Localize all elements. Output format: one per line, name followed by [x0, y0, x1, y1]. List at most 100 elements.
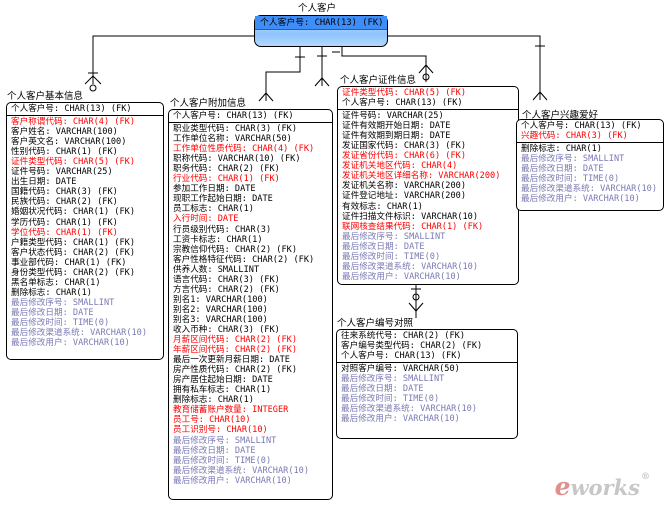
hobby-attr-field: 最后修改日期: DATE — [521, 164, 604, 175]
additional-attr-field: 参加工作日期: DATE — [173, 184, 256, 195]
additional-attr-field: 别名3: VARCHAR(100) — [173, 314, 268, 325]
numref-attr-field: 对照客户编号: VARCHAR(50) — [341, 364, 460, 375]
additional-attr-field: 月薪区间代码: CHAR(2) (FK) — [173, 335, 297, 346]
numref-attr-field: 最后修改日期: DATE — [341, 384, 424, 395]
basic-attr-field: 最后修改日期: DATE — [11, 307, 94, 318]
additional-attr-field: 入行时间: DATE — [173, 214, 239, 225]
cert-attr-field: 最后修改渠道系统: VARCHAR(10) — [342, 261, 479, 272]
numref-attr-field: 最后修改序号: SMALLINT — [341, 374, 445, 385]
additional-attr-field: 工作单位名称: VARCHAR(50) — [173, 134, 292, 145]
entity-customer-basic-info[interactable]: 个人客户号: CHAR(13) (FK) 客户称谓代码: CHAR(4) (FK… — [6, 102, 164, 360]
cert-attr-field: 发证国家代码: CHAR(3) (FK) — [342, 141, 466, 152]
additional-attr-field: 最后修改用户: VARCHAR(10) — [173, 475, 292, 486]
numref-entity-title: 个人客户编号对照 — [337, 318, 414, 329]
basic-attr-field: 证件号码: VARCHAR(25) — [11, 167, 113, 178]
entity-customer-hobby[interactable]: 个人客户号: CHAR(13) (FK)兴趣代码: CHAR(3) (FK) 删… — [516, 119, 664, 211]
entity-customer-certificate-info[interactable]: 证件类型代码: CHAR(5) (FK)个人客户号: CHAR(13) (FK)… — [337, 86, 519, 285]
additional-attr-field: 语言代码: CHAR(3) (FK) — [173, 274, 280, 285]
basic-key-field: 个人客户号: CHAR(13) (FK) — [11, 104, 132, 114]
numref-key-section: 往来系统代号: CHAR(2) (FK)客户编号类型代码: CHAR(2) (F… — [337, 330, 517, 364]
additional-key-section: 个人客户号: CHAR(13) (FK) — [169, 110, 332, 124]
additional-attr-field: 工资卡标志: CHAR(1) — [173, 234, 263, 245]
hobby-entity-title: 个人客户兴趣爱好 — [522, 110, 599, 121]
cert-attr-field: 最后修改时间: TIME(0) — [342, 251, 441, 262]
hobby-key-field: 兴趣代码: CHAR(3) (FK) — [521, 131, 628, 142]
additional-attr-field: 别名1: VARCHAR(100) — [173, 294, 268, 305]
basic-attr-field: 客户称谓代码: CHAR(4) (FK) — [11, 117, 135, 128]
basic-attr-field: 国籍代码: CHAR(3) (FK) — [11, 187, 118, 198]
basic-attr-field: 黑名单标志: CHAR(1) — [11, 277, 101, 288]
cert-attr-field: 证件有效期开始日期: DATE — [342, 121, 451, 132]
additional-attr-field: 现职工作起始日期: DATE — [173, 194, 273, 205]
basic-attr-field: 出生日期: DATE — [11, 177, 77, 188]
additional-attr-field: 宗教信仰代码: CHAR(2) (FK) — [173, 244, 297, 255]
additional-attr-field: 职业类型代码: CHAR(3) (FK) — [173, 124, 297, 135]
rel-line-numref — [388, 35, 541, 100]
cert-key-field: 证件类型代码: CHAR(5) (FK) — [342, 88, 466, 98]
numref-attr-field: 最后修改渠道系统: VARCHAR(10) — [341, 404, 478, 415]
numref-attr-field: 最后修改用户: VARCHAR(10) — [341, 414, 460, 425]
hobby-attr-field: 最后修改时间: TIME(0) — [521, 174, 620, 185]
basic-attr-field: 最后修改渠道系统: VARCHAR(10) — [11, 328, 148, 339]
root-entity-fields: 个人客户号: CHAR(13) (FK) — [255, 16, 387, 30]
basic-attr-field: 删除标志: CHAR(1) — [11, 287, 92, 298]
cert-attr-field: 发证机关地区代码: CHAR(4) — [342, 161, 458, 172]
basic-attr-field: 客户英文名: VARCHAR(100) — [11, 137, 127, 148]
additional-attr-field: 收入币种: CHAR(3) (FK) — [173, 324, 280, 335]
additional-attr-field: 员工标志: CHAR(1) — [173, 204, 254, 215]
basic-attr-field: 最后修改时间: TIME(0) — [11, 317, 110, 328]
cert-attr-field: 发证机关名称: VARCHAR(200) — [342, 181, 466, 192]
root-entity-customer[interactable]: 个人客户号: CHAR(13) (FK) — [254, 15, 388, 47]
hobby-key-field: 个人客户号: CHAR(13) (FK) — [521, 121, 642, 131]
entity-customer-additional-info[interactable]: 个人客户号: CHAR(13) (FK) 职业类型代码: CHAR(3) (FK… — [168, 109, 333, 500]
basic-key-section: 个人客户号: CHAR(13) (FK) — [7, 103, 163, 117]
cert-key-section: 证件类型代码: CHAR(5) (FK)个人客户号: CHAR(13) (FK) — [338, 87, 518, 111]
additional-attr-field: 最后修改渠道系统: VARCHAR(10) — [173, 465, 310, 476]
basic-attr-field: 民族代码: CHAR(2) (FK) — [11, 197, 118, 208]
hobby-attr-field: 最后修改渠道系统: VARCHAR(10) — [521, 184, 658, 195]
basic-attr-field: 最后修改用户: VARCHAR(10) — [11, 338, 130, 349]
additional-attr-field: 方言代码: CHAR(2) (FK) — [173, 284, 280, 295]
entity-customer-number-mapping[interactable]: 往来系统代号: CHAR(2) (FK)客户编号类型代码: CHAR(2) (F… — [336, 329, 518, 439]
root-entity-title: 个人客户 — [298, 3, 337, 14]
basic-attr-field: 身份类型代码: CHAR(2) (FK) — [11, 267, 135, 278]
cert-attr-field: 最后修改日期: DATE — [342, 241, 425, 252]
additional-attr-field: 最后修改日期: DATE — [173, 445, 256, 456]
additional-attr-field: 拥有私车标志: CHAR(1) — [173, 385, 272, 396]
basic-entity-title: 个人客户基本信息 — [7, 91, 84, 102]
additional-attr-field: 员工识别号: CHAR(10) — [173, 425, 268, 436]
cert-attr-field: 发证机关地区详细名称: VARCHAR(200) — [342, 171, 501, 182]
rel-line-additional — [265, 47, 301, 100]
cert-attr-field: 证件登记地址: VARCHAR(200) — [342, 191, 466, 202]
eworks-logo: eworks® — [554, 472, 650, 501]
additional-attr-field: 最后修改序号: SMALLINT — [173, 435, 277, 446]
additional-attr-field: 年薪区间代码: CHAR(2) (FK) — [173, 345, 297, 356]
basic-attr-field: 事业部代码: CHAR(1) (FK) — [11, 257, 127, 268]
cert-key-field: 个人客户号: CHAR(13) (FK) — [342, 98, 463, 109]
numref-attr-field: 最后修改时间: TIME(0) — [341, 394, 440, 405]
cert-entity-title: 个人客户证件信息 — [340, 75, 417, 86]
rel-line-basic — [92, 35, 254, 82]
basic-attr-field: 婚姻状况代码: CHAR(1) (FK) — [11, 207, 135, 218]
basic-attribute-section: 客户称谓代码: CHAR(4) (FK)客户姓名: VARCHAR(100)客户… — [7, 116, 163, 349]
additional-attr-field: 客户性格特征代码: CHAR(2) (FK) — [173, 254, 315, 265]
additional-entity-title: 个人客户附加信息 — [170, 98, 247, 109]
cert-attr-field: 发证省份代码: CHAR(6) (FK) — [342, 151, 466, 162]
cert-attr-field: 证件扫描文件标识: VARCHAR(10) — [342, 211, 479, 222]
additional-attr-field: 员工号: CHAR(10) — [173, 415, 251, 426]
basic-attr-field: 学历代码: CHAR(1) (FK) — [11, 217, 118, 228]
additional-attr-field: 行员级别代码: CHAR(3) — [173, 224, 272, 235]
basic-attr-field: 户籍类型代码: CHAR(1) (FK) — [11, 237, 135, 248]
additional-attr-field: 职务代码: CHAR(2) (FK) — [173, 164, 280, 175]
additional-attr-field: 最后一次更新月薪日期: DATE — [173, 355, 290, 366]
additional-attr-field: 工作单位性质代码: CHAR(4) (FK) — [173, 144, 315, 155]
basic-attr-field: 客户状态代码: CHAR(2) (FK) — [11, 247, 135, 258]
numref-key-field: 往来系统代号: CHAR(2) (FK) — [341, 331, 465, 341]
basic-attr-field: 最后修改序号: SMALLINT — [11, 297, 115, 308]
cert-attr-field: 最后修改序号: SMALLINT — [342, 231, 446, 242]
additional-attr-field: 供养人数: SMALLINT — [173, 264, 260, 275]
hobby-attr-field: 删除标志: CHAR(1) — [521, 144, 602, 155]
cert-attr-field: 有效标志: CHAR(1) — [342, 201, 423, 212]
